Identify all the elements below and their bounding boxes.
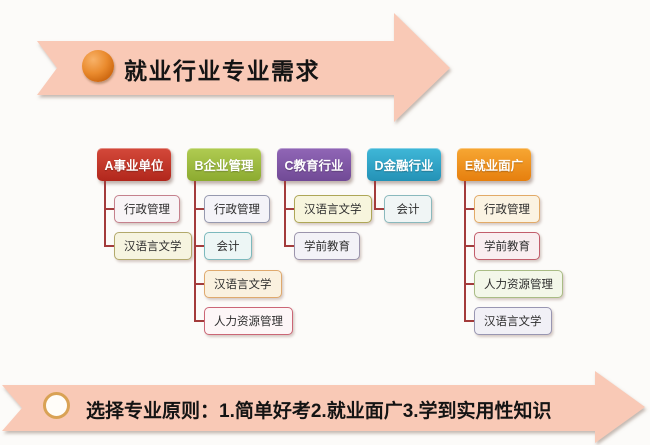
industry-header-C: C教育行业	[277, 148, 351, 181]
major-box: 汉语言文学	[204, 270, 282, 298]
major-box: 汉语言文学	[114, 232, 192, 260]
hollow-circle-icon	[43, 392, 70, 419]
connector-line	[105, 245, 114, 247]
connector-line	[465, 245, 474, 247]
top-banner-arrow	[37, 13, 450, 122]
orange-sphere-icon	[82, 50, 114, 82]
major-box: 行政管理	[114, 195, 180, 223]
industry-header-E: E就业面广	[457, 148, 531, 181]
major-box: 人力资源管理	[204, 307, 293, 335]
bottom-banner-text: 选择专业原则：1.简单好考2.就业面广3.学到实用性知识	[86, 401, 552, 422]
top-banner-title: 就业行业专业需求	[124, 58, 320, 84]
connector-line	[464, 181, 466, 322]
connector-line	[195, 245, 204, 247]
connector-line	[195, 320, 204, 322]
industry-header-A: A事业单位	[97, 148, 171, 181]
major-box: 会计	[384, 195, 432, 223]
connector-line	[195, 208, 204, 210]
major-box: 行政管理	[204, 195, 270, 223]
major-box: 行政管理	[474, 195, 540, 223]
major-box: 会计	[204, 232, 252, 260]
industry-header-D: D金融行业	[367, 148, 441, 181]
industry-header-B: B企业管理	[187, 148, 261, 181]
connector-line	[195, 283, 204, 285]
major-box: 学前教育	[294, 232, 360, 260]
connector-line	[465, 208, 474, 210]
connector-line	[285, 208, 294, 210]
connector-line	[465, 283, 474, 285]
connector-line	[285, 245, 294, 247]
major-box: 人力资源管理	[474, 270, 563, 298]
bottom-banner-arrow	[2, 371, 645, 443]
connector-line	[284, 181, 286, 247]
major-box: 学前教育	[474, 232, 540, 260]
connector-line	[104, 181, 106, 247]
connector-line	[465, 320, 474, 322]
connector-line	[375, 208, 384, 210]
connector-line	[194, 181, 196, 322]
connector-line	[105, 208, 114, 210]
connector-line	[374, 181, 376, 210]
major-box: 汉语言文学	[294, 195, 372, 223]
major-box: 汉语言文学	[474, 307, 552, 335]
